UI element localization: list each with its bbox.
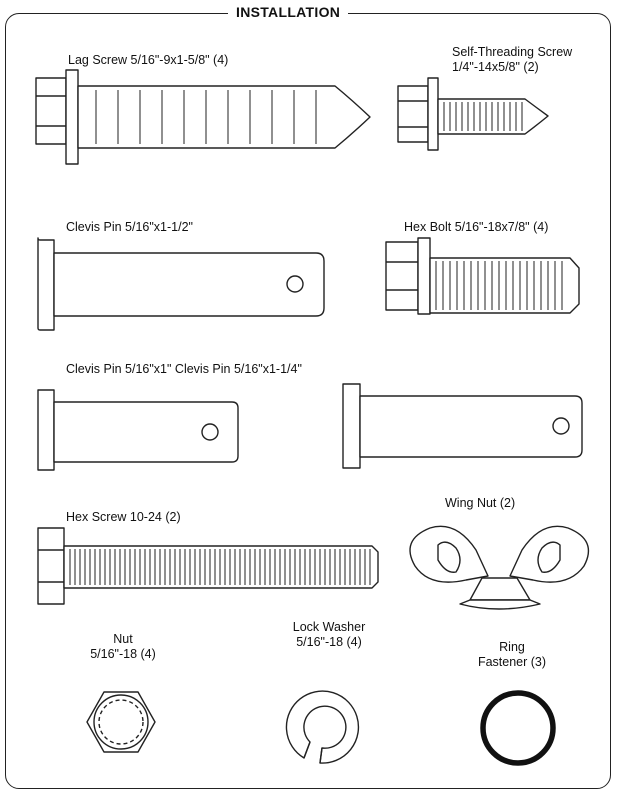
ring-fastener-label-line2: Fastener (3) <box>477 655 547 669</box>
lock-washer-label-line2: 5/16"-18 (4) <box>296 635 362 649</box>
clevis-pin-1-1-2-drawing <box>37 237 325 331</box>
hex-screw-drawing <box>37 527 379 605</box>
hex-screw-label: Hex Screw 10-24 (2) <box>66 510 181 524</box>
clevis-pin-1-1-2-label: Clevis Pin 5/16"x1-1/2" <box>66 220 193 234</box>
wing-nut-drawing <box>409 525 590 610</box>
lag-screw-drawing <box>35 69 371 165</box>
hex-bolt-drawing <box>385 237 580 315</box>
nut-drawing <box>86 691 156 753</box>
self-threading-screw-label-line1: Self-Threading Screw <box>452 45 573 59</box>
page-title: INSTALLATION <box>228 4 349 20</box>
clevis-pin-1-1-4-drawing <box>342 383 583 469</box>
lag-screw-label: Lag Screw 5/16"-9x1-5/8" (4) <box>68 53 229 67</box>
self-threading-screw-drawing <box>397 77 549 151</box>
wing-nut-label: Wing Nut (2) <box>445 496 516 510</box>
clevis-pin-1-drawing <box>37 389 239 471</box>
ring-fastener-label-line1: Ring <box>499 640 525 654</box>
ring-fastener-drawing <box>480 690 556 766</box>
hex-bolt-label: Hex Bolt 5/16"-18x7/8" (4) <box>404 220 549 234</box>
clevis-pin-pair-label: Clevis Pin 5/16"x1" Clevis Pin 5/16"x1-1… <box>66 362 302 376</box>
self-threading-screw-label-line2: 1/4"-14x5/8" (2) <box>452 60 539 74</box>
lock-washer-label-line1: Lock Washer <box>292 620 366 634</box>
nut-label-line1: Nut <box>113 632 133 646</box>
lock-washer-drawing <box>285 690 360 764</box>
nut-label-line2: 5/16"-18 (4) <box>90 647 156 661</box>
